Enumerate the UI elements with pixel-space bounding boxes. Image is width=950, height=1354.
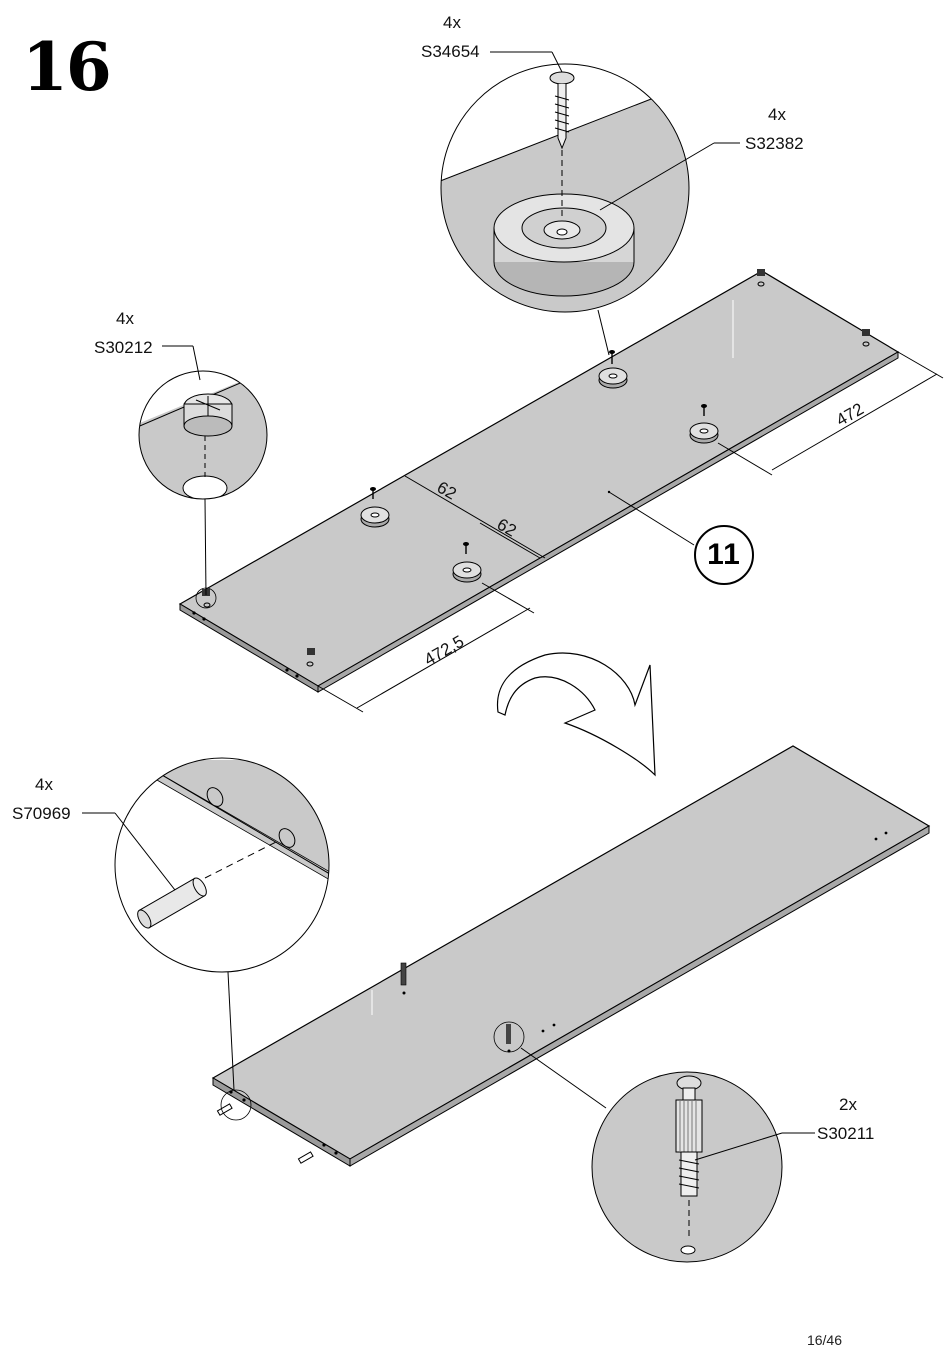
cam-bolt-detail xyxy=(521,1048,815,1262)
glide-quantity: 4x xyxy=(768,105,786,125)
page-number: 16/46 xyxy=(807,1332,842,1348)
glide-detail xyxy=(420,52,740,355)
cam-lock-code: S30212 xyxy=(94,338,153,358)
step-number: 16 xyxy=(22,28,110,106)
flip-arrow xyxy=(498,653,655,775)
cam-bolt-code: S30211 xyxy=(817,1124,874,1144)
lower-panel xyxy=(213,746,929,1166)
dowel-quantity: 4x xyxy=(35,775,53,795)
cam-lock-quantity: 4x xyxy=(116,309,134,329)
dowel-code: S70969 xyxy=(12,804,71,824)
upper-panel xyxy=(180,269,898,692)
screw-quantity: 4x xyxy=(443,13,461,33)
cam-bolt-quantity: 2x xyxy=(839,1095,857,1115)
screw-code: S34654 xyxy=(421,42,480,62)
panel-number-badge: 11 xyxy=(694,525,754,585)
glide-code: S32382 xyxy=(745,134,804,154)
